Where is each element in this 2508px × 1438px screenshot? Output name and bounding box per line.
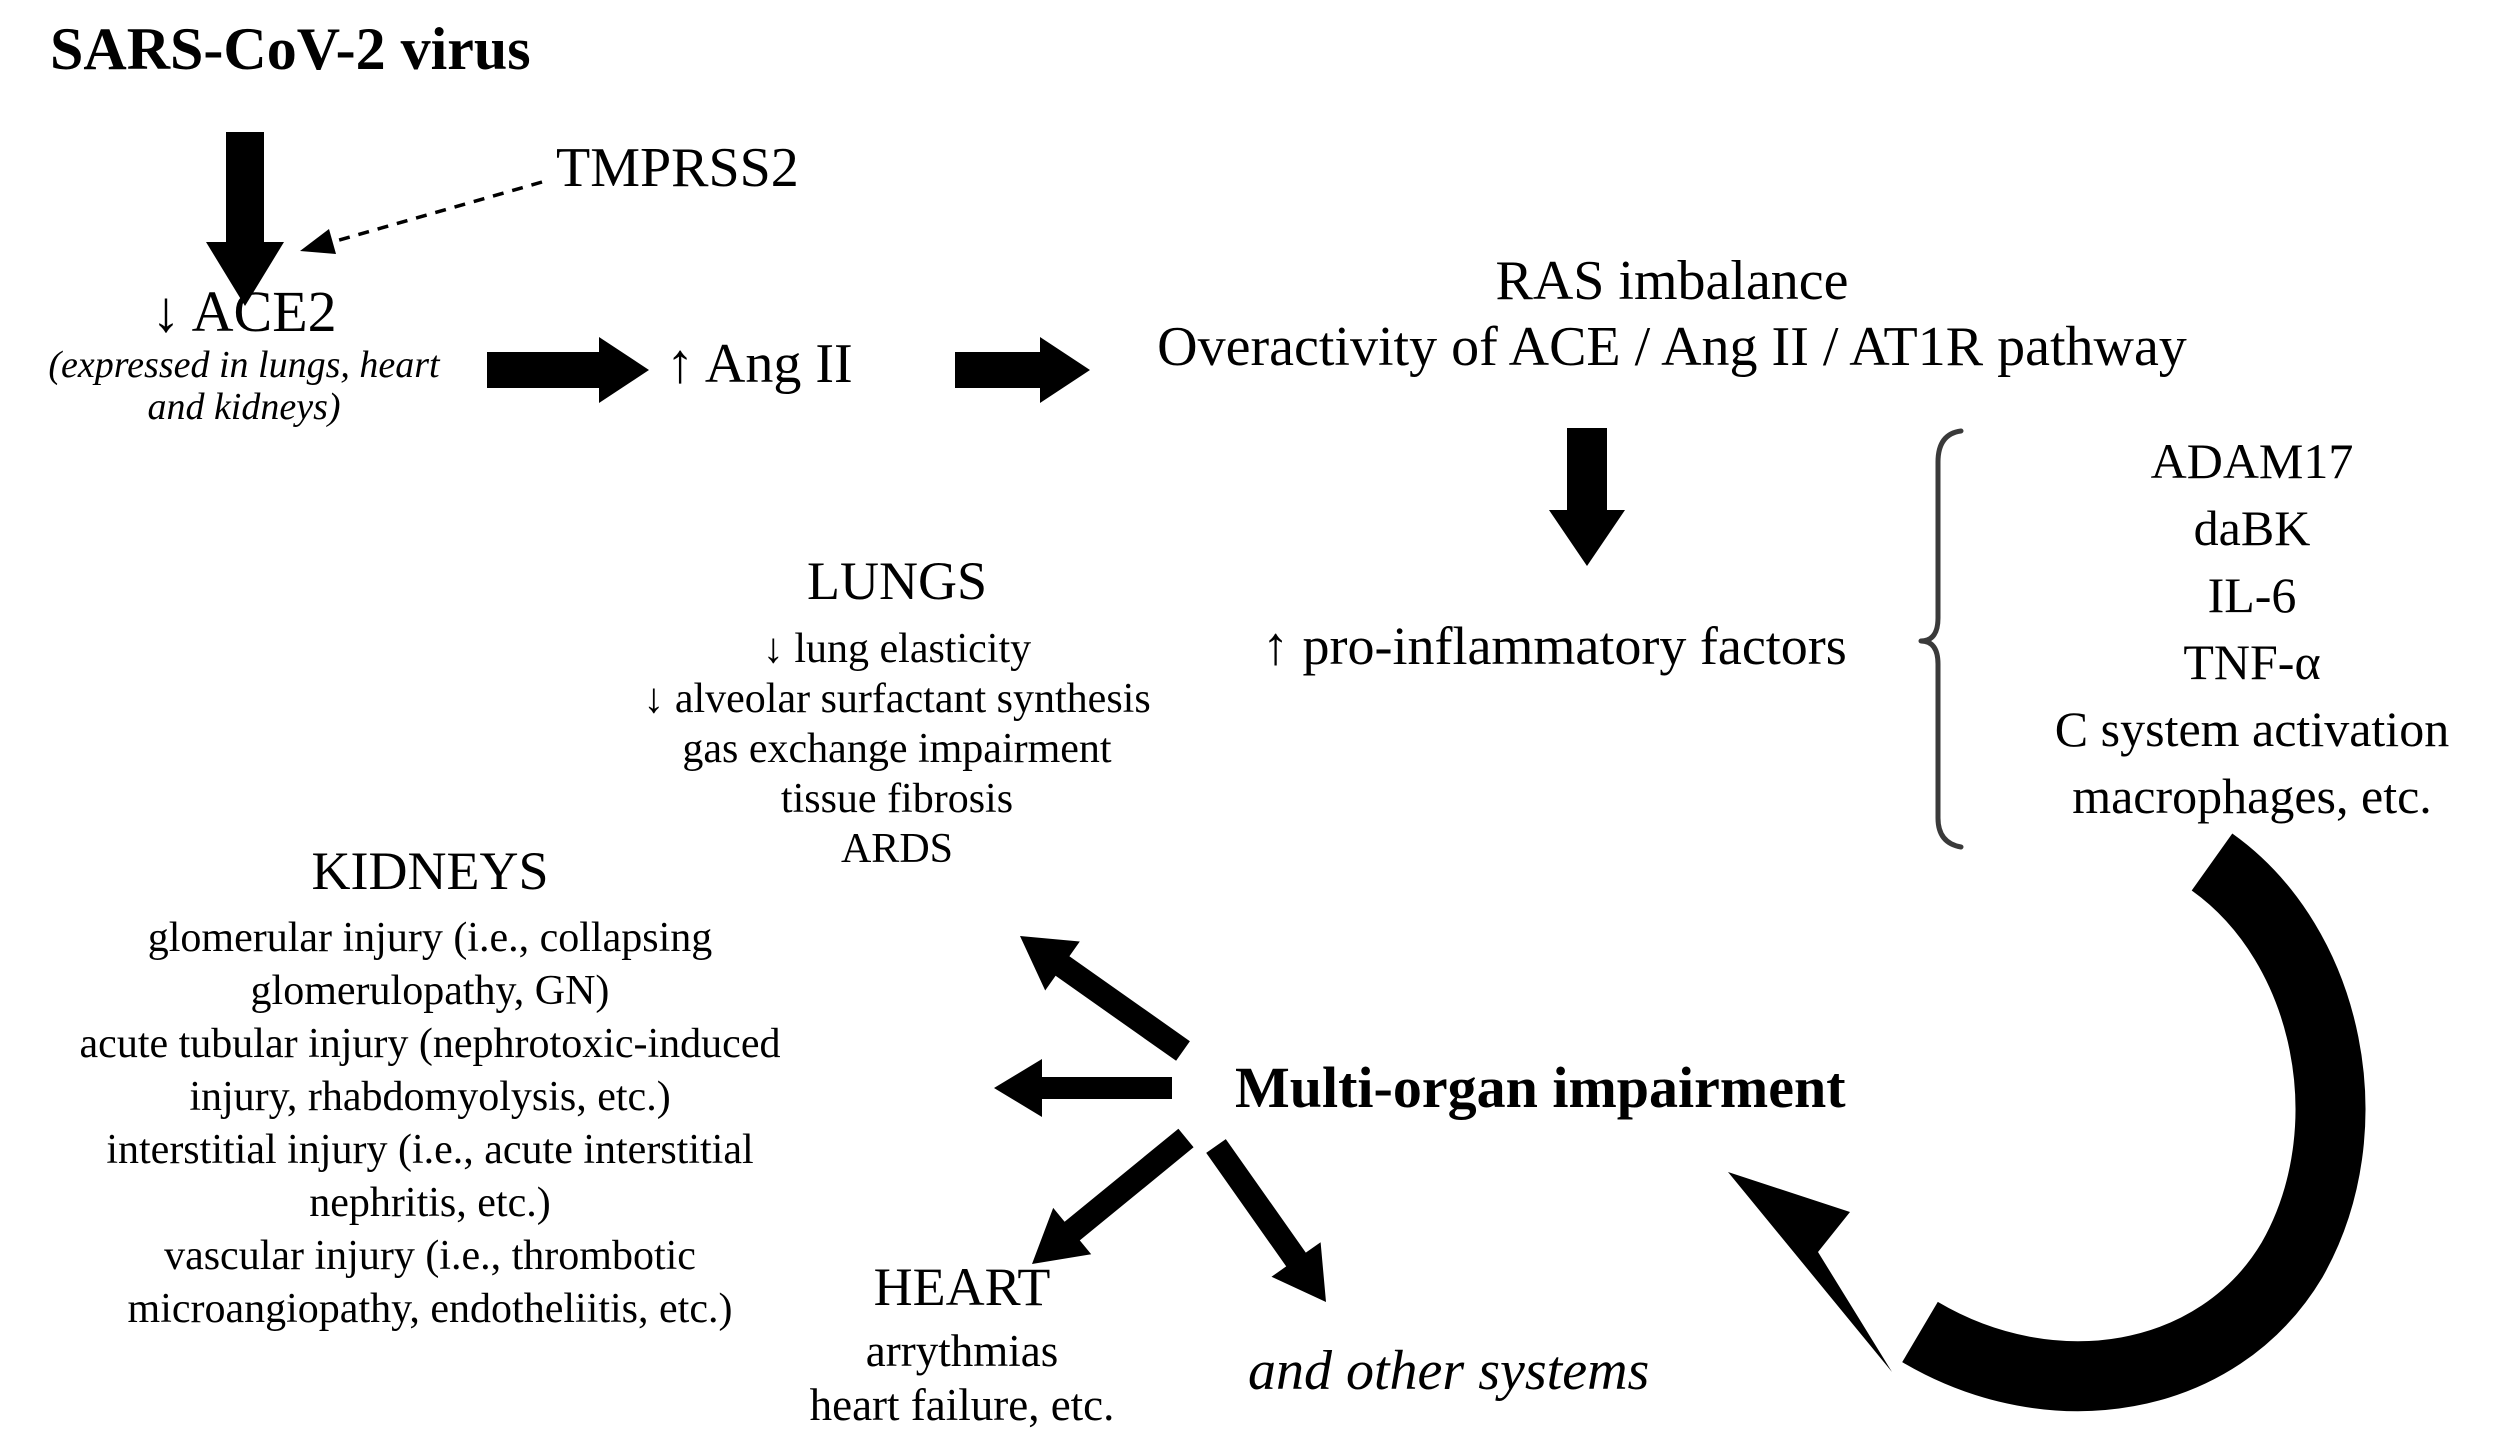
ras-line1: RAS imbalance — [1495, 250, 1849, 312]
factor-item: C system activation — [2054, 701, 2450, 757]
kidneys-line: nephritis, etc.) — [309, 1180, 551, 1226]
curved-arrow-band — [1902, 833, 2366, 1412]
node-tmprss2: TMPRSS2 — [556, 137, 799, 199]
node-ang-ii: ↑ Ang II — [666, 333, 853, 395]
factor-item: IL-6 — [2207, 567, 2297, 623]
ace2-note-line1: (expressed in lungs, heart — [48, 344, 440, 386]
lungs-item: ARDS — [840, 826, 954, 872]
node-other-systems: and other systems — [1248, 1340, 1650, 1402]
ace2-label: ↓ ACE2 — [151, 279, 337, 344]
arrow-multiorgan-to-lungs-icon — [1020, 936, 1190, 1061]
kidneys-line: injury, rhabdomyolysis, etc.) — [189, 1074, 671, 1120]
arrow-multiorgan-to-other-icon — [1206, 1139, 1326, 1302]
lungs-item: tissue fibrosis — [780, 776, 1014, 822]
block-arrow-ace2-to-angii-icon — [487, 337, 649, 403]
node-sars-cov-2-virus: SARS-CoV-2 virus — [50, 16, 531, 82]
node-ace2: ↓ ACE2 (expressed in lungs, heart and ki… — [48, 279, 440, 429]
node-kidneys: KIDNEYS glomerular injury (i.e., collaps… — [80, 840, 781, 1336]
lungs-title: LUNGS — [806, 551, 987, 611]
block-arrow-ras-to-proinflam-icon — [1549, 428, 1625, 566]
factor-item: ADAM17 — [2150, 433, 2354, 489]
factor-list: ADAM17 daBK IL-6 TNF-α C system activati… — [2055, 428, 2449, 830]
kidneys-line: interstitial injury (i.e., acute interst… — [106, 1127, 754, 1173]
lungs-item: ↓ lung elasticity — [762, 626, 1032, 672]
node-heart: HEART arrythmias heart failure, etc. — [810, 1256, 1115, 1432]
kidneys-line: vascular injury (i.e., thrombotic — [164, 1233, 696, 1279]
heart-item: heart failure, etc. — [809, 1380, 1115, 1430]
node-ras-imbalance: RAS imbalance Overactivity of ACE / Ang … — [1157, 248, 2187, 380]
factor-item: daBK — [2193, 500, 2311, 556]
arrow-multiorgan-to-heart-icon — [1032, 1128, 1194, 1264]
kidneys-line: glomerulopathy, GN) — [250, 968, 610, 1014]
curved-arrow-head-icon — [1728, 1172, 1892, 1372]
lungs-item: gas exchange impairment — [682, 726, 1112, 772]
node-multi-organ-impairment: Multi-organ impairment — [1235, 1055, 1846, 1120]
kidneys-line: glomerular injury (i.e., collapsing — [147, 915, 713, 961]
kidneys-line: microangiopathy, endotheliitis, etc.) — [127, 1286, 733, 1332]
tmprss2-dashed-arrow-head-icon — [300, 229, 336, 254]
factors-brace-icon — [1918, 428, 1964, 850]
kidneys-title: KIDNEYS — [311, 841, 549, 901]
factor-item: TNF-α — [2183, 634, 2321, 690]
lungs-item: ↓ alveolar surfactant synthesis — [643, 676, 1151, 722]
ras-line2: Overactivity of ACE / Ang II / AT1R path… — [1157, 316, 2187, 378]
factor-item: macrophages, etc. — [2072, 768, 2432, 824]
kidneys-line: acute tubular injury (nephrotoxic-induce… — [79, 1021, 781, 1067]
heart-title: HEART — [873, 1257, 1051, 1317]
tmprss2-dashed-arrow-line — [321, 180, 543, 247]
heart-item: arrythmias — [865, 1326, 1059, 1376]
arrow-multiorgan-to-kidneys-icon — [994, 1059, 1172, 1117]
block-arrow-angii-to-ras-icon — [955, 337, 1090, 403]
ace2-note-line2: and kidneys) — [147, 386, 341, 428]
node-pro-inflammatory-factors: ↑ pro-inflammatory factors — [1262, 616, 1847, 676]
node-lungs: LUNGS ↓ lung elasticity ↓ alveolar surfa… — [643, 550, 1150, 874]
